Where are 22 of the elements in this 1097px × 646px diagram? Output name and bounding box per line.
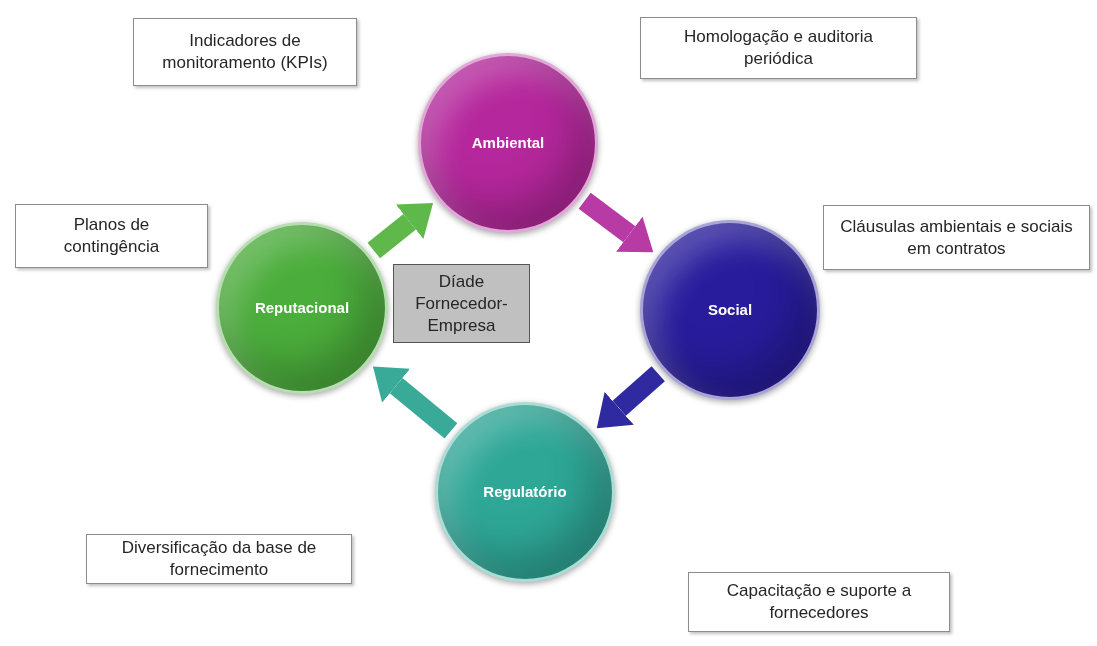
circle-label: Regulatório <box>482 481 568 502</box>
block-arrow <box>578 192 654 253</box>
center-box <box>393 264 530 343</box>
text-box <box>86 534 352 584</box>
circle-label: Reputacional <box>253 297 351 318</box>
text-box <box>15 204 208 268</box>
box-text: Cláusulas ambientais e sociais em contratos <box>839 215 1074 260</box>
text-box <box>133 18 357 86</box>
box-text: Diversificação da base de fornecimento <box>120 537 318 581</box>
block-arrow <box>367 203 434 259</box>
text-box <box>688 572 950 632</box>
box-text: Planos de contingência <box>62 214 161 258</box>
circle-label: Ambiental <box>470 132 546 153</box>
text-box <box>640 17 917 79</box>
box-text: Capacitação e suporte a fornecedores <box>725 580 913 624</box>
block-arrow <box>372 366 458 439</box>
box-text: Homologação e auditoria periódica <box>683 26 874 70</box>
block-arrow <box>596 366 665 429</box>
box-text: Díade Fornecedor- Empresa <box>414 270 509 337</box>
text-box <box>823 205 1090 270</box>
box-text: Indicadores de monitoramento (KPIs) <box>161 30 329 74</box>
circle-label: Social <box>706 299 754 320</box>
